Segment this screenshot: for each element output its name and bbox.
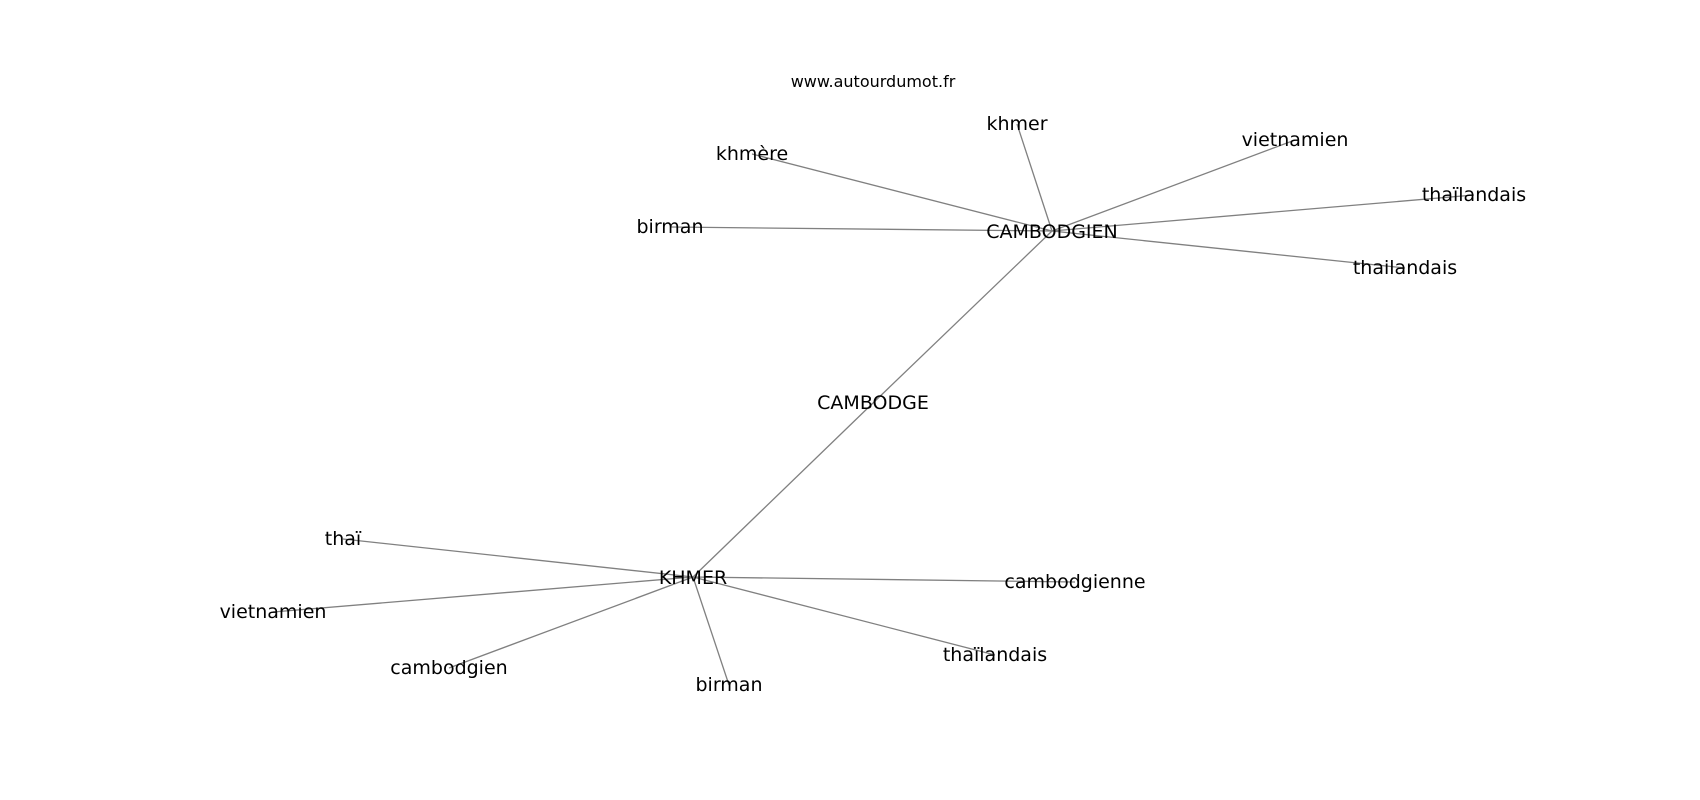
node-cambodgien-hub: CAMBODGIEN — [986, 221, 1118, 243]
edge-cambodge-cambodgien — [872, 230, 1053, 404]
node-cambodgienne: cambodgienne — [1004, 571, 1145, 593]
edge-cambodgien-vietnamien — [1051, 139, 1296, 232]
edge-khmer-thailandais — [692, 576, 996, 656]
node-vietnamien-1: vietnamien — [1242, 129, 1349, 151]
edge-khmer-cambodgien — [448, 576, 694, 669]
edge-cambodgien-thailandais-trema — [1051, 194, 1475, 232]
source-label: www.autourdumot.fr — [791, 72, 956, 91]
node-birman-1: birman — [636, 216, 703, 238]
edge-khmer-cambodgienne — [692, 576, 1076, 583]
edge-khmer-vietnamien — [272, 576, 694, 613]
edges-group — [272, 123, 1475, 686]
edge-cambodgien-thailandais — [1051, 230, 1406, 269]
node-birman-2: birman — [695, 674, 762, 696]
edge-cambodgien-khmere — [751, 153, 1053, 232]
node-vietnamien-2: vietnamien — [220, 601, 327, 623]
node-khmer: khmer — [986, 113, 1047, 135]
node-thai: thaï — [325, 528, 362, 550]
node-cambodgien: cambodgien — [390, 657, 507, 679]
node-khmer-hub: KHMER — [659, 567, 727, 589]
edge-cambodge-khmer — [692, 402, 874, 578]
node-thailandais-trema-1: thaïlandais — [1422, 184, 1526, 206]
node-cambodge: CAMBODGE — [817, 392, 929, 414]
edge-cambodgien-birman — [669, 226, 1053, 232]
node-thailandais: thailandais — [1353, 257, 1457, 279]
edge-cambodgien-khmer — [1016, 123, 1053, 232]
node-thailandais-trema-2: thaïlandais — [943, 644, 1047, 666]
node-khmere: khmère — [716, 143, 788, 165]
edge-khmer-thai — [342, 538, 694, 578]
edge-khmer-birman — [692, 576, 730, 686]
node-labels-group: CAMBODGE CAMBODGIEN KHMER khmer khmère v… — [220, 113, 1527, 696]
